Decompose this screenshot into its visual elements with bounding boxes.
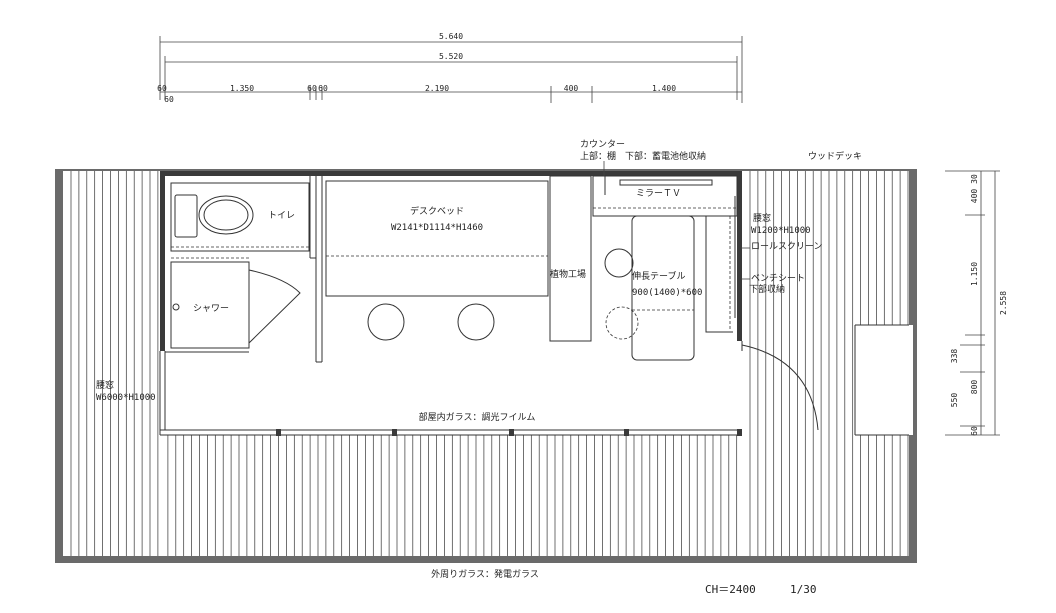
counter-detail: 上部：棚 下部：蓄電池他収納 — [580, 150, 706, 162]
desk-bed-label: デスクベッド — [410, 205, 464, 217]
dim-seg-1400: 1.400 — [652, 84, 676, 93]
bench-seat-label: ベンチシート — [751, 273, 805, 284]
mirror-tv-label: ミラーＴＶ — [636, 188, 681, 199]
dim-seg-2190: 2.190 — [425, 84, 449, 93]
dim-seg-400: 400 — [564, 84, 579, 93]
dim-seg-60b: 60 — [307, 84, 317, 93]
dim-right-60: 60 — [970, 426, 979, 436]
dim-seg-60: 60 — [157, 84, 167, 93]
room-labels: カウンター 上部：棚 下部：蓄電池他収納 ウッドデッキ トイレ デスクベッド W… — [96, 139, 862, 596]
ceiling-height: CH＝2400 — [705, 583, 756, 596]
dim-right-1150: 1.150 — [970, 262, 979, 286]
window-right-title: 腰窓 — [753, 212, 771, 224]
dim-right-top-small: 30 — [970, 174, 979, 184]
dim-right-total: 2.558 — [999, 291, 1008, 315]
dim-seg-60-lower: 60 — [164, 95, 174, 104]
scale: 1/30 — [790, 583, 817, 596]
toilet-label: トイレ — [268, 211, 295, 221]
counter-title: カウンター — [580, 139, 625, 150]
wood-deck-label: ウッドデッキ — [808, 150, 862, 162]
window-left-title: 腰窓 — [96, 379, 114, 391]
shower-label: シャワー — [193, 304, 229, 314]
dim-inner: 5.520 — [439, 52, 463, 61]
plant-factory-label: 植物工場 — [550, 268, 586, 280]
right-dimensions: 30 400 1.150 338 800 550 60 2.558 — [945, 170, 1008, 436]
outer-glass-label: 外周りガラス：発電ガラス — [431, 568, 539, 580]
roll-screen-label: ロールスクリーン — [751, 241, 823, 252]
dim-right-338: 338 — [950, 349, 959, 364]
dim-seg-1350: 1.350 — [230, 84, 254, 93]
room — [159, 171, 819, 436]
window-left-size: W6000*H1000 — [96, 393, 156, 403]
desk-bed-size: W2141*D1114*H1460 — [391, 223, 483, 233]
window-right-size: W1200*H1000 — [751, 226, 811, 236]
dim-right-800: 800 — [970, 380, 979, 395]
top-dimensions: 5.640 5.520 60 60 1.350 60 60 2.190 400 … — [157, 32, 743, 104]
bench-storage-label: 下部収納 — [749, 283, 785, 295]
dim-right-550: 550 — [950, 393, 959, 408]
dim-overall: 5.640 — [439, 32, 463, 41]
dim-seg-60c: 60 — [318, 84, 328, 93]
room-glass-label: 部屋内ガラス：調光フイルム — [419, 411, 536, 423]
dim-right-400: 400 — [970, 189, 979, 204]
ext-table-label: 伸長テーブル — [632, 270, 685, 282]
ext-table-size: 900(1400)*600 — [632, 288, 702, 298]
